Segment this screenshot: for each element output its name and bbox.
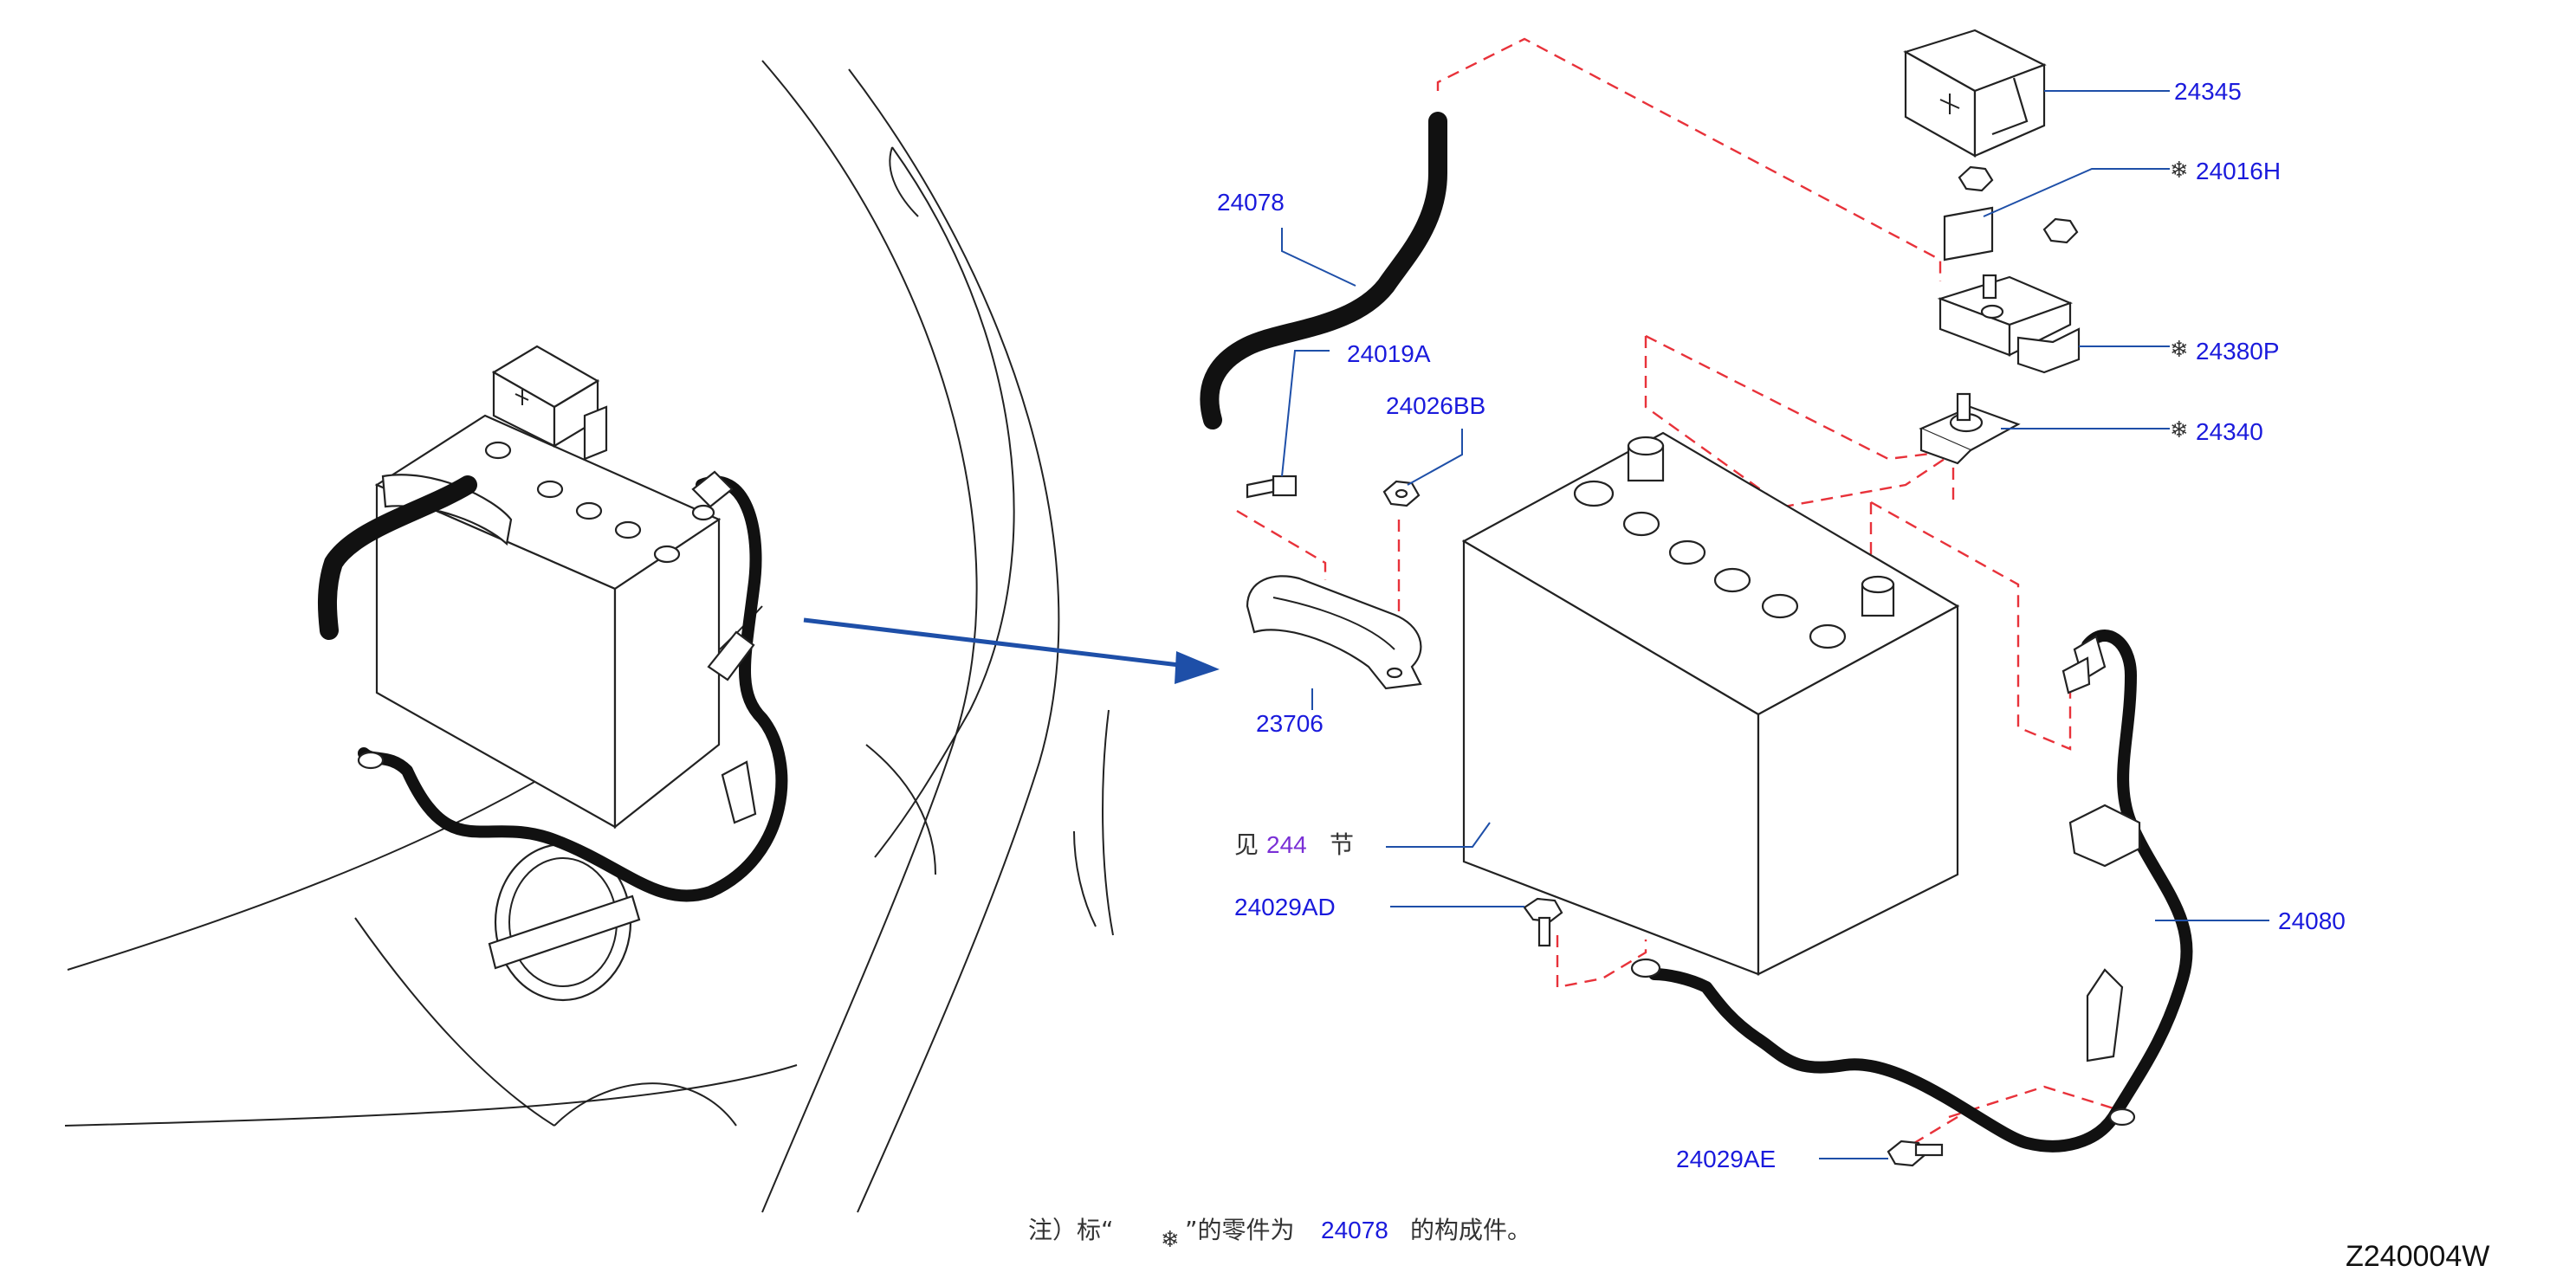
note-part-number[interactable]: 24078 [1321, 1217, 1388, 1243]
note-suffix: 的构成件。 [1410, 1216, 1531, 1244]
clamp-23706[interactable] [1246, 575, 1422, 690]
bolt-24029AE[interactable] [1887, 1140, 1944, 1167]
bolt-24029AD[interactable] [1523, 897, 1563, 947]
label-24345[interactable]: 24345 [2174, 78, 2242, 105]
label-24080[interactable]: 24080 [2278, 907, 2346, 934]
cable-24080[interactable] [1630, 630, 2193, 1153]
section-ref-prefix: 见 [1234, 830, 1259, 859]
star-icon: ❄ [1161, 1227, 1180, 1253]
nut-24016H[interactable] [1958, 165, 2079, 244]
section-ref-number[interactable]: 244 [1266, 831, 1307, 858]
note-mid: ”的零件为 [1185, 1216, 1295, 1244]
diagram-code: Z240004W [2346, 1240, 2489, 1273]
cable-24078[interactable] [1200, 112, 1447, 429]
label-24029AD[interactable]: 24029AD [1234, 894, 1336, 920]
star-icon: ❄ [2170, 158, 2189, 184]
bolt-24019A[interactable] [1246, 475, 1298, 499]
terminal-24340[interactable] [1919, 392, 2021, 465]
footnote: 注）标“ ❄ ”的零件为 24078 的构成件。 [1028, 1216, 1531, 1253]
label-24380P[interactable]: 24380P [2196, 338, 2280, 365]
star-icon: ❄ [2170, 337, 2189, 363]
terminal-bracket-24380P[interactable] [1937, 206, 2081, 374]
star-icon: ❄ [2170, 417, 2189, 443]
note-prefix: 注）标“ [1028, 1216, 1114, 1244]
label-24026BB[interactable]: 24026BB [1386, 392, 1485, 419]
battery-24402[interactable] [1461, 431, 1960, 976]
label-24340[interactable]: 24340 [2196, 418, 2263, 445]
part-labels: 24345 ❄ 24016H 24078 24019A ❄ 24380P 240… [1217, 78, 2346, 1172]
label-23706[interactable]: 23706 [1256, 710, 1324, 737]
label-24078[interactable]: 24078 [1217, 189, 1285, 216]
vehicle-overview [64, 60, 1114, 1213]
label-24016H[interactable]: 24016H [2196, 158, 2281, 184]
nut-24026BB[interactable] [1382, 480, 1421, 507]
zoom-arrow [803, 617, 1220, 684]
label-24019A[interactable]: 24019A [1347, 340, 1431, 367]
terminal-cover-24345[interactable] [1903, 29, 2047, 158]
label-24029AE[interactable]: 24029AE [1676, 1146, 1776, 1172]
leader-lines [1281, 90, 2269, 1159]
section-ref-suffix: 节 [1330, 830, 1354, 859]
